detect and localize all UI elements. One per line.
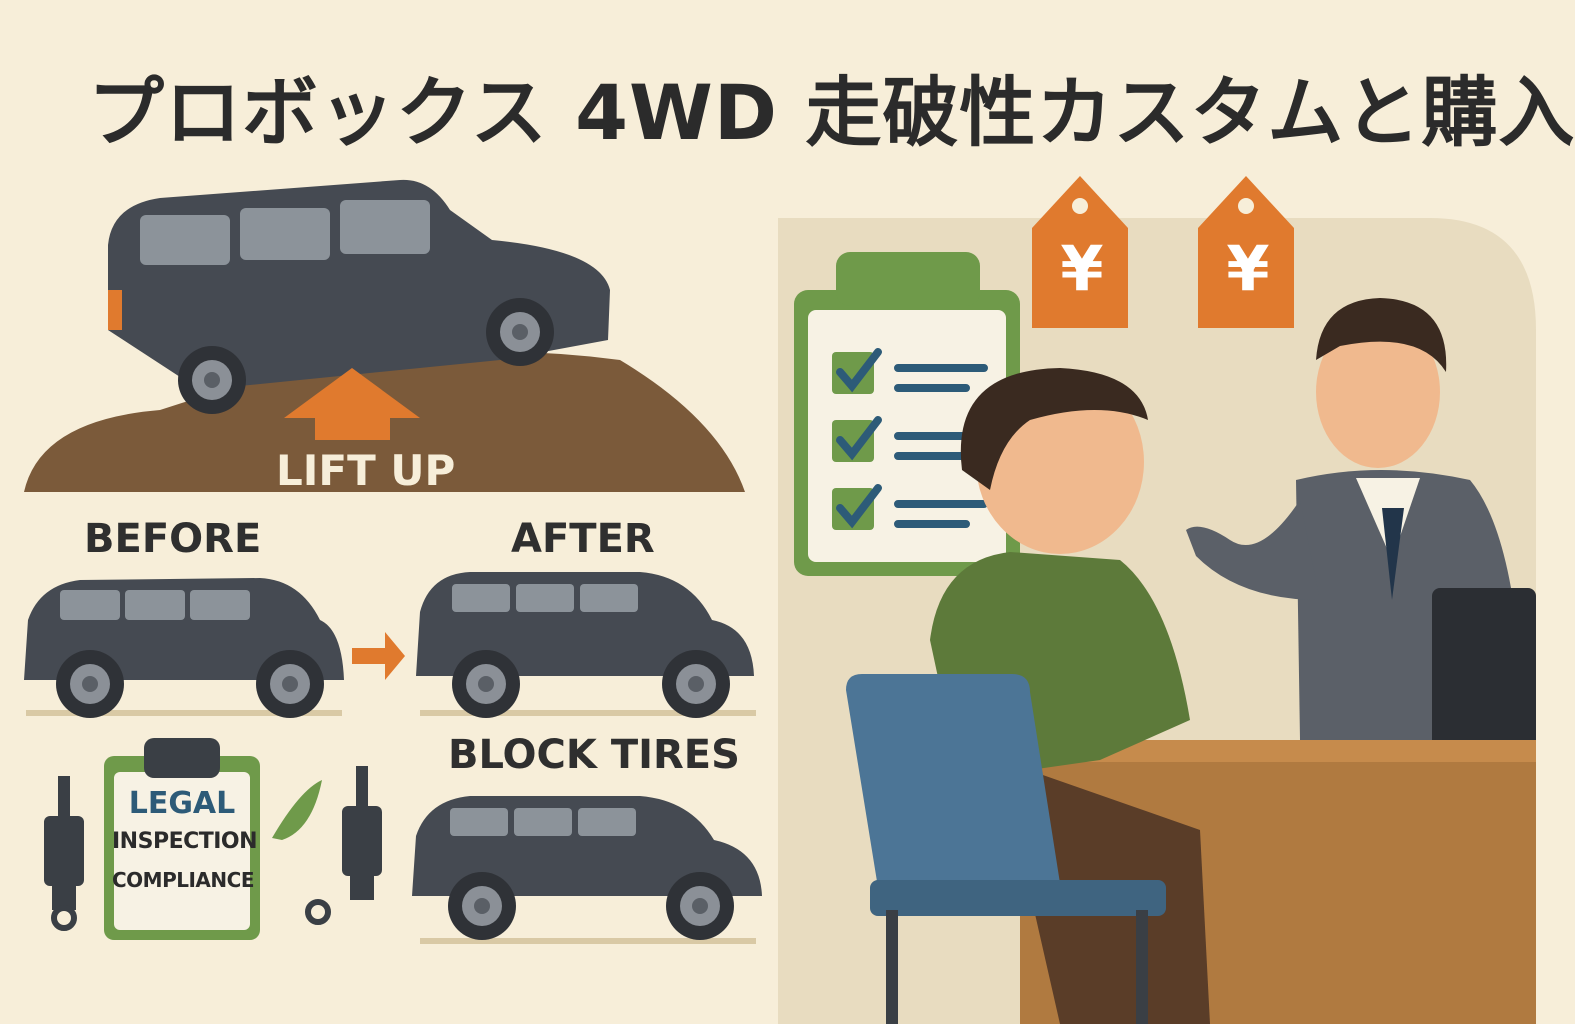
price-tag-1 <box>1032 176 1128 328</box>
yen-icon: ¥ <box>1226 232 1270 305</box>
before-car <box>24 578 344 718</box>
before-label: BEFORE <box>84 516 262 562</box>
legal-clipboard-icon <box>104 738 260 940</box>
monitor <box>1432 588 1536 748</box>
after-label: AFTER <box>511 516 655 562</box>
customer-figure <box>930 368 1210 1024</box>
arrow-right-icon <box>352 632 405 680</box>
chair <box>846 674 1166 1024</box>
block-tires-label: BLOCK TIRES <box>448 732 740 778</box>
legal-line-2: INSPECTION <box>112 829 258 854</box>
leaf-icon <box>272 780 322 840</box>
lift-up-label: LIFT UP <box>276 446 456 495</box>
shock-absorber-right-icon <box>305 766 382 925</box>
legal-line-3: COMPLIANCE <box>112 868 254 892</box>
block-tires-car <box>412 796 762 944</box>
yen-icon: ¥ <box>1060 232 1104 305</box>
shock-absorber-left-icon <box>44 776 84 931</box>
after-car <box>416 572 756 718</box>
illustration-scene <box>24 176 1536 1024</box>
price-tag-2 <box>1198 176 1294 328</box>
legal-board-text: LEGAL INSPECTION COMPLIANCE <box>112 786 258 898</box>
page-title: プロボックス 4WD 走破性カスタムと購入 <box>88 68 1575 157</box>
checklist-clipboard-icon <box>794 252 1020 576</box>
lift-arrow-icon <box>284 368 420 440</box>
lifted-car <box>108 179 610 414</box>
legal-line-1: LEGAL <box>128 786 236 821</box>
